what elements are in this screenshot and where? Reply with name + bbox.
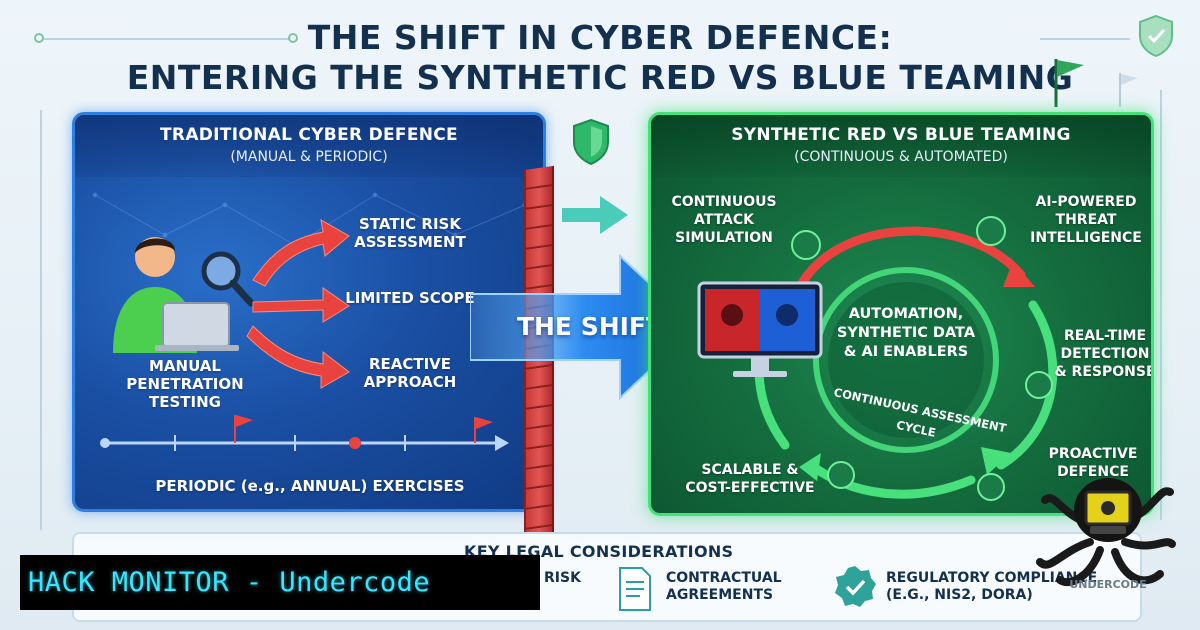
center-line-3: & AI ENABLERS <box>843 344 969 360</box>
right-panel-heading: SYNTHETIC RED VS BLUE TEAMING <box>731 125 1071 145</box>
arrow-down-right <box>246 325 350 389</box>
reactive-approach-label: REACTIVE APPROACH <box>345 355 475 391</box>
banner-text: HACK MONITOR - Undercode <box>28 567 431 598</box>
proactive-defence-label: PROACTIVE DEFENCE <box>1033 445 1151 481</box>
threat-node-icon <box>976 216 1006 246</box>
teal-arrow-icon <box>562 196 628 234</box>
timeline-label: PERIODIC (e.g., ANNUAL) EXERCISES <box>155 477 465 495</box>
person-label-line-2: PENETRATION <box>126 375 244 393</box>
arrow-right <box>252 287 350 323</box>
traditional-defence-panel: TRADITIONAL CYBER DEFENCE (MANUAL & PERI… <box>72 112 546 512</box>
compliance-icon <box>835 566 876 607</box>
center-line-1: AUTOMATION, <box>848 306 964 322</box>
document-icon <box>619 567 651 611</box>
threat-line-1: AI-POWERED <box>1035 194 1137 210</box>
network-pattern <box>92 192 528 248</box>
attack-simulation-label: CONTINUOUS ATTACK SIMULATION <box>659 193 789 247</box>
right-panel-header: SYNTHETIC RED VS BLUE TEAMING (CONTINUOU… <box>651 115 1151 177</box>
legal-item-risk: RISK <box>544 570 581 587</box>
threat-intel-label: AI-POWERED THREAT INTELLIGENCE <box>1021 193 1151 247</box>
legal-reg-line-1: REGULATORY COMPLIANCE <box>886 570 1098 586</box>
arrow-up-right <box>252 219 350 287</box>
detection-response-label: REAL-TIME DETECTION & RESPONSE <box>1053 327 1154 381</box>
proactive-node-icon <box>977 473 1005 501</box>
right-side-deco-line <box>1160 90 1162 520</box>
periodic-timeline <box>100 415 509 451</box>
center-enablers-label: AUTOMATION, SYNTHETIC DATA & AI ENABLERS <box>821 305 991 362</box>
scalable-line-2: COST-EFFECTIVE <box>685 480 815 496</box>
shield-check-icon <box>1139 14 1173 58</box>
flag-icon <box>1054 59 1138 107</box>
scalable-node-icon <box>827 461 855 489</box>
synthetic-teaming-panel: SYNTHETIC RED VS BLUE TEAMING (CONTINUOU… <box>648 112 1154 516</box>
person-laptop-icon <box>113 237 255 353</box>
scalable-label: SCALABLE & COST-EFFECTIVE <box>675 461 825 497</box>
person-label-line-1: MANUAL <box>149 357 221 375</box>
detection-line-1: REAL-TIME <box>1063 328 1147 344</box>
manual-pentest-label: MANUAL PENETRATION TESTING <box>115 357 255 411</box>
top-left-deco-dot-2 <box>288 33 298 43</box>
red-blue-monitor-icon <box>697 281 823 377</box>
top-left-deco-line <box>40 38 290 40</box>
reactive-line-1: REACTIVE <box>368 355 452 373</box>
attack-node-icon <box>791 230 821 260</box>
threat-line-2: THREAT <box>1055 212 1117 228</box>
right-panel-subheading: (CONTINUOUS & AUTOMATED) <box>794 149 1008 165</box>
detection-node-icon <box>1025 371 1053 399</box>
legal-item-regulatory: REGULATORY COMPLIANCE (e.g., NIS2, DORA) <box>886 570 1097 604</box>
detection-line-2: DETECTION <box>1060 346 1150 362</box>
attack-line-3: SIMULATION <box>675 230 773 246</box>
proactive-line-1: PROACTIVE <box>1048 446 1138 462</box>
threat-line-3: INTELLIGENCE <box>1030 230 1142 246</box>
left-panel-subheading: (MANUAL & PERIODIC) <box>230 149 388 165</box>
shield-icon <box>573 118 609 166</box>
attack-line-1: CONTINUOUS <box>671 194 777 210</box>
static-risk-line-1: STATIC RISK <box>359 215 461 233</box>
left-panel-heading: TRADITIONAL CYBER DEFENCE <box>160 125 458 145</box>
proactive-line-2: DEFENCE <box>1057 464 1129 480</box>
left-side-deco-line <box>40 110 42 530</box>
limited-scope-line-1: LIMITED SCOPE <box>345 289 475 307</box>
legal-risk-line-1: RISK <box>544 570 581 586</box>
legal-reg-line-2: (e.g., NIS2, DORA) <box>886 587 1033 603</box>
legal-contract-line-2: AGREEMENTS <box>666 587 774 603</box>
person-label-line-3: TESTING <box>149 393 221 411</box>
red-arrows <box>246 219 350 389</box>
page-title: THE SHIFT IN CYBER DEFENCE: ENTERING THE… <box>0 18 1200 98</box>
left-panel-header: TRADITIONAL CYBER DEFENCE (MANUAL & PERI… <box>75 115 543 177</box>
center-line-2: SYNTHETIC DATA <box>836 325 976 341</box>
top-left-deco-dot <box>34 33 44 43</box>
top-right-deco-line <box>1040 38 1130 40</box>
static-risk-line-2: ASSESSMENT <box>354 233 466 251</box>
static-risk-label: STATIC RISK ASSESSMENT <box>345 215 475 251</box>
legal-contract-line-1: CONTRACTUAL <box>666 570 782 586</box>
logo-text: UNDERCODE <box>1069 578 1146 591</box>
attack-line-2: ATTACK <box>693 212 755 228</box>
hack-monitor-banner: HACK MONITOR - Undercode <box>20 555 540 610</box>
limited-scope-label: LIMITED SCOPE <box>330 289 490 307</box>
reactive-line-2: APPROACH <box>363 373 457 391</box>
shift-label: THE SHIFT <box>516 312 664 341</box>
undercode-octopus-logo: UNDERCODE <box>1036 478 1176 591</box>
title-line-2: ENTERING THE SYNTHETIC RED VS BLUE TEAMI… <box>126 58 1074 97</box>
scalable-line-1: SCALABLE & <box>701 462 799 478</box>
detection-line-3: & RESPONSE <box>1054 364 1154 380</box>
title-line-1: THE SHIFT IN CYBER DEFENCE: <box>307 18 893 57</box>
legal-item-contractual: CONTRACTUAL AGREEMENTS <box>666 570 782 604</box>
